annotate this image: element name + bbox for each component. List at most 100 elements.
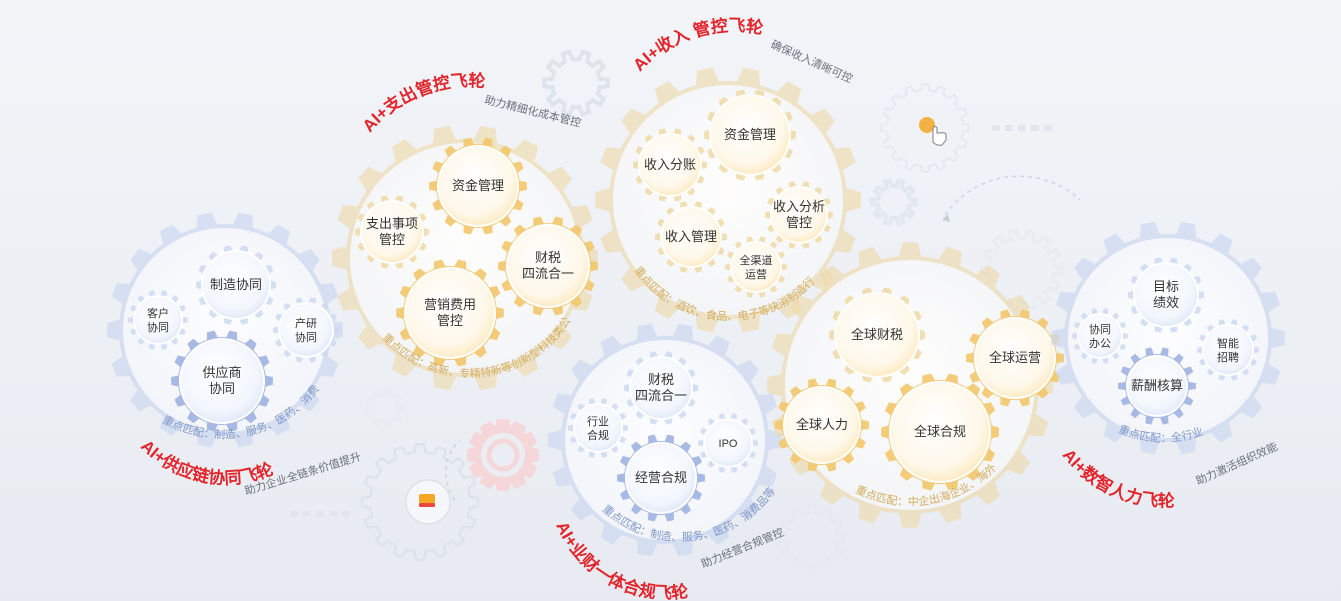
decor-gear-outline [361,443,479,561]
node-disc [573,403,623,453]
wheel-2-node-1[interactable]: 支出事项管控 [355,195,429,269]
node-label-line: 支出事项 [366,216,418,231]
node-label-line: 收入管理 [665,229,717,244]
head-chip [419,494,435,503]
node-label: 营销费用管控 [424,297,476,328]
wheel-1-node-2[interactable]: 制造协同 [196,245,276,325]
decor-gear-outline-2 [880,83,970,173]
wheel-4-node-2[interactable]: 财税四流合一 [624,351,698,425]
wheels-layer: 客户协同制造协同产研协同供应商协同支出事项管控资金管理财税四流合一营销费用管控行… [107,67,1285,557]
node-label-line: 收入分析 [773,199,825,214]
decor-dot [992,125,1000,131]
node-label-line: 管控 [786,215,812,230]
decor-dot [1044,125,1052,131]
node-label-line: 协同 [209,381,235,396]
wheel-5-node-4[interactable]: 全球合规 [881,373,999,491]
node-disc [703,418,753,468]
node-label-line: 运营 [745,267,767,281]
node-label: 制造协同 [210,277,262,292]
wheel-1-node-1[interactable]: 客户协同 [128,290,188,350]
wheel-6-node-2[interactable]: 目标绩效 [1128,257,1204,333]
node-label: 目标绩效 [1153,279,1179,310]
node-label-line: 薪酬核算 [1131,378,1183,393]
node-disc [179,338,265,424]
node-disc [133,295,183,345]
decor-arc [944,175,1081,216]
node-disc [625,442,697,514]
node-label: 资金管理 [724,127,776,142]
decor-gear-1 [870,178,918,226]
node-label-line: 全球人力 [796,417,848,432]
node-disc [506,224,590,308]
wheel-6-title: AI+数智人力飞轮 [1059,445,1175,510]
node-disc [770,186,828,244]
decor-gear-red [467,419,539,491]
wheel-3-node-4[interactable]: 收入管理 [655,201,727,273]
node-label-line: IPO [719,438,738,450]
node-label: 协同办公 [1089,322,1111,350]
node-label-line: 招聘 [1217,350,1239,364]
wheel-6-disc [1068,238,1268,438]
node-label-line: 客户 [147,306,169,320]
node-disc [1202,324,1254,376]
node-label-line: 资金管理 [724,127,776,142]
node-disc [783,386,861,464]
decor-arc-2 [445,439,461,501]
wheel-4-node-1[interactable]: 行业合规 [568,398,628,458]
node-label-line: 智能 [1217,336,1239,350]
node-disc [638,133,702,197]
wheel-2-node-4[interactable]: 营销费用管控 [396,259,504,367]
wheel-2-node-3[interactable]: 财税四流合一 [498,216,598,316]
node-disc [360,200,424,264]
node-disc [889,381,991,483]
wheel-4-node-3[interactable]: IPO [698,413,758,473]
node-label: 供应商协同 [202,365,241,396]
node-label-line: 绩效 [1153,295,1179,310]
decor-gear-3 [365,387,405,429]
node-label-line: 供应商 [202,365,241,380]
node-label-line: 行业 [587,415,609,428]
node-label: 收入分析管控 [773,199,825,230]
node-label: 全球财税 [851,327,903,342]
node-disc [1126,355,1188,417]
node-label-line: 管控 [437,313,463,328]
wheel-6-node-1[interactable]: 协同办公 [1072,308,1128,364]
node-label-line: 全球合规 [914,424,966,439]
node-label-line: 协同 [295,330,317,344]
hand-badge [919,117,935,133]
hand-shape [932,126,947,146]
node-label: 产研协同 [295,316,317,344]
decor-dot [316,511,324,517]
wheel-5-node-1[interactable]: 全球财税 [829,287,925,383]
wheel-6-node-4[interactable]: 薪酬核算 [1118,347,1196,425]
pointer-hand-icon [919,117,947,146]
node-label-line: 财税 [648,372,674,387]
node-label-line: 全渠道 [740,253,773,267]
wheel-3-node-5[interactable]: 全渠道运营 [725,236,787,298]
wheel-1-node-4[interactable]: 供应商协同 [171,330,273,432]
decor-gear-2 [778,504,846,572]
wheel-5-node-2[interactable]: 全球运营 [966,309,1064,407]
decor-dot [342,511,350,517]
decor-gear-0 [542,49,610,117]
wheel-5-node-3[interactable]: 全球人力 [775,378,869,472]
wheel-3-node-3[interactable]: 收入分析管控 [765,181,833,249]
wheel-3-node-1[interactable]: 收入分账 [633,128,707,202]
wheel-6-node-3[interactable]: 智能招聘 [1197,319,1259,381]
node-label-line: 资金管理 [452,178,504,193]
node-label-line: 四流合一 [635,388,687,403]
wheel-3-node-2[interactable]: 资金管理 [704,89,796,181]
wheel-4-node-4[interactable]: 经营合规 [617,434,705,522]
node-label: 全球运营 [989,350,1041,365]
node-label-line: 财税 [535,250,561,265]
wheel-2-node-2[interactable]: 资金管理 [429,137,527,235]
node-label-line: 产研 [295,316,317,330]
ai-head-icon [405,479,451,525]
node-label: 收入分账 [644,157,696,172]
wheel-1-node-3[interactable]: 产研协同 [273,297,339,363]
